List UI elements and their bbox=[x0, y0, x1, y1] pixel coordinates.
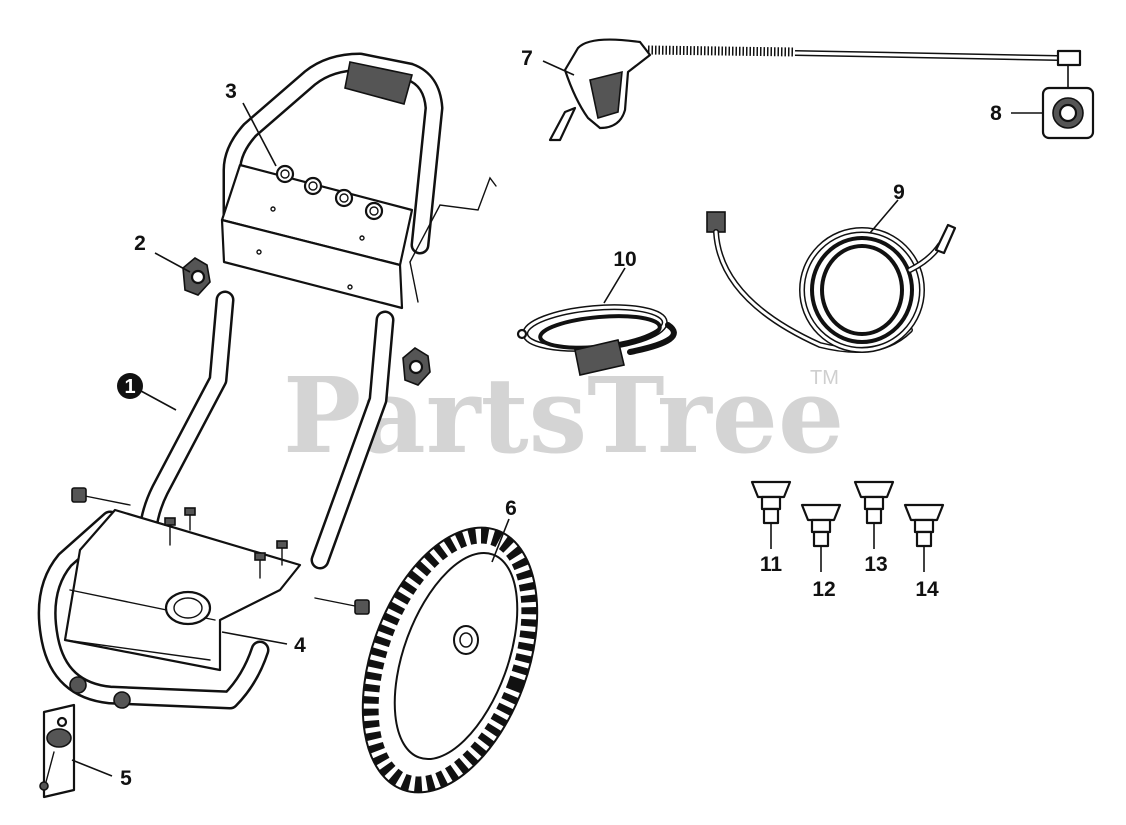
hose-hook bbox=[409, 176, 497, 263]
quick-coupler-part bbox=[1041, 86, 1095, 140]
gun-inlet bbox=[548, 106, 577, 142]
outlet-fitting bbox=[303, 176, 323, 196]
outlet-fitting bbox=[334, 188, 354, 208]
outlet-fitting bbox=[275, 164, 295, 184]
leader-lines bbox=[71, 60, 1069, 777]
callout-8: 8 bbox=[990, 102, 1002, 125]
callout-10: 10 bbox=[613, 248, 636, 271]
hose-quick-connect bbox=[934, 223, 957, 255]
nozzle-14 bbox=[903, 503, 945, 548]
callout-7: 7 bbox=[521, 47, 533, 70]
nozzle-13 bbox=[853, 480, 895, 525]
wheel-rim bbox=[393, 551, 519, 761]
callout-2: 2 bbox=[134, 232, 146, 255]
callout-3: 3 bbox=[225, 80, 237, 103]
gun-trigger bbox=[589, 70, 623, 120]
callout-9: 9 bbox=[893, 181, 905, 204]
nozzle-12 bbox=[800, 503, 842, 548]
wheel-part bbox=[361, 526, 539, 794]
lance-coil bbox=[647, 45, 796, 57]
frame-knob-part bbox=[182, 257, 431, 386]
foot-kit-bracket bbox=[42, 703, 76, 799]
callout-5: 5 bbox=[120, 767, 132, 790]
callout-6: 6 bbox=[505, 497, 517, 520]
frame-handle-part bbox=[37, 52, 497, 710]
pressure-hose-part bbox=[706, 211, 957, 353]
callout-14: 14 bbox=[915, 578, 939, 601]
inlet-hose-part bbox=[516, 304, 677, 376]
spray-gun-part bbox=[548, 38, 1082, 142]
tray-cup bbox=[164, 590, 212, 626]
handle-grip bbox=[344, 61, 413, 105]
callout-12: 12 bbox=[812, 578, 835, 601]
foot-kit-part bbox=[39, 703, 76, 799]
callout-4: 4 bbox=[294, 634, 306, 657]
callout-13: 13 bbox=[864, 553, 887, 576]
lower-plate bbox=[220, 218, 404, 310]
nozzle-11 bbox=[750, 480, 792, 525]
outlet-fitting bbox=[364, 201, 384, 221]
inlet-hose-connector bbox=[574, 339, 625, 376]
watermark-trademark: TM bbox=[810, 367, 839, 389]
callout-1-badge bbox=[117, 373, 143, 399]
callout-1: 1 bbox=[124, 376, 135, 398]
lance-tip bbox=[1056, 49, 1082, 67]
base-tray bbox=[63, 508, 302, 672]
callout-11: 11 bbox=[760, 553, 783, 576]
callouts: 1 2 3 4 5 6 7 8 9 10 11 12 13 14 bbox=[117, 47, 1002, 790]
rubber-foot bbox=[46, 728, 72, 748]
